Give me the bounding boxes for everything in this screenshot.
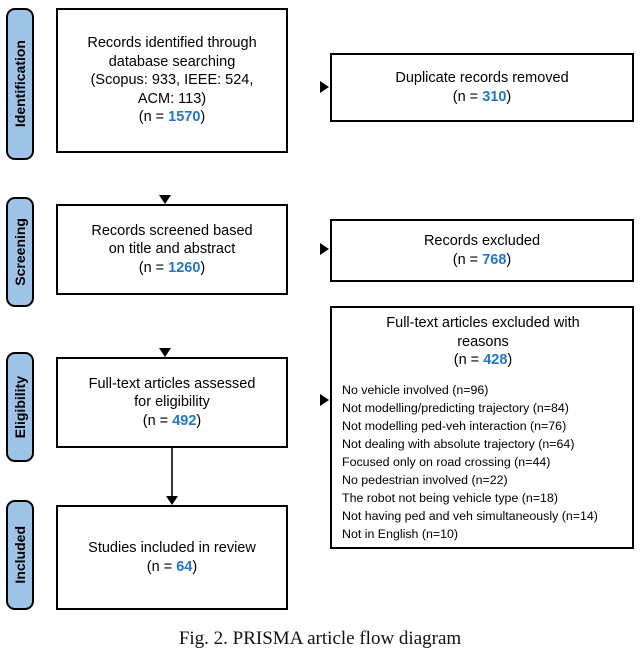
count-prefix: (n =: [138, 109, 169, 126]
count-value: 428: [483, 352, 508, 369]
fulltext-excluded-line2: reasons: [457, 333, 509, 350]
arrow-down-icon-to-included: [166, 496, 178, 505]
figure-caption: Fig. 2. PRISMA article flow diagram: [178, 628, 462, 649]
count-prefix: (n =: [453, 352, 484, 369]
records-screened-count: (n = 1260): [139, 259, 206, 278]
list-item: Not having ped and veh simultaneously (n…: [342, 508, 598, 523]
list-item: Not dealing with absolute trajectory (n=…: [342, 436, 575, 451]
records-identified-count: (n = 1570): [139, 108, 206, 127]
list-item: Not modelling/predicting trajectory (n=8…: [342, 400, 569, 415]
fulltext-assessed-line1: Full-text articles assessed: [88, 375, 256, 392]
count-suffix: ): [196, 412, 202, 429]
box-records-identified: Records identified through database sear…: [56, 8, 288, 153]
box-records-excluded: Records excluded (n = 768): [330, 219, 634, 282]
stage-tab-included: Included: [6, 500, 34, 610]
count-prefix: (n =: [142, 412, 173, 429]
count-suffix: ): [506, 88, 512, 105]
count-suffix: ): [507, 352, 513, 369]
stage-tab-identification-label: Identification: [12, 40, 28, 128]
count-value: 492: [172, 412, 197, 429]
list-item: Not modelling ped-veh interaction (n=76): [342, 418, 567, 433]
fulltext-assessed-count: (n = 492): [143, 412, 201, 431]
fulltext-excluded-count: (n = 428): [342, 351, 624, 370]
list-item: No vehicle involved (n=96): [342, 382, 489, 397]
box-studies-included: Studies included in review (n = 64): [56, 505, 288, 610]
count-value: 1260: [168, 259, 201, 276]
count-value: 1570: [168, 109, 201, 126]
count-prefix: (n =: [146, 558, 177, 575]
stage-tab-included-label: Included: [12, 526, 28, 584]
stage-tab-identification: Identification: [6, 8, 34, 160]
arrow-right-icon-to-records-excluded: [320, 243, 329, 255]
count-value: 768: [482, 251, 507, 268]
box-duplicate-records-removed: Duplicate records removed (n = 310): [330, 53, 634, 122]
studies-included-line1: Studies included in review: [88, 539, 256, 556]
arrow-right-icon-to-fulltext-excluded: [320, 394, 329, 406]
stage-tab-eligibility: Eligibility: [6, 352, 34, 462]
arrow-down-icon-to-screened: [159, 195, 171, 204]
count-value: 310: [482, 88, 507, 105]
count-suffix: ): [200, 109, 206, 126]
count-suffix: ): [192, 558, 198, 575]
count-value: 64: [176, 558, 193, 575]
list-item: No pedestrian involved (n=22): [342, 472, 508, 487]
fulltext-excluded-line1: Full-text articles excluded with: [386, 315, 580, 331]
count-prefix: (n =: [452, 251, 483, 268]
stage-tab-eligibility-label: Eligibility: [12, 375, 28, 439]
studies-included-count: (n = 64): [147, 558, 197, 577]
records-screened-line1: Records screened based: [91, 222, 253, 239]
box-fulltext-assessed: Full-text articles assessed for eligibil…: [56, 357, 288, 448]
records-excluded-count: (n = 768): [453, 251, 511, 270]
records-identified-line1: Records identified through: [87, 35, 257, 52]
count-prefix: (n =: [452, 88, 483, 105]
records-identified-line4: ACM: 113): [137, 90, 207, 107]
box-fulltext-excluded-with-reasons: Full-text articles excluded with reasons…: [330, 306, 634, 549]
arrow-down-icon-to-fulltext-assessed: [159, 348, 171, 357]
count-prefix: (n =: [138, 259, 169, 276]
count-suffix: ): [200, 259, 206, 276]
fulltext-assessed-line2: for eligibility: [134, 394, 210, 411]
records-excluded-line1: Records excluded: [423, 232, 541, 249]
records-screened-line2: on title and abstract: [108, 241, 236, 258]
records-identified-line3: (Scopus: 933, IEEE: 524,: [90, 72, 254, 89]
records-identified-line2: database searching: [108, 53, 236, 70]
stage-tab-screening-label: Screening: [12, 218, 28, 286]
arrow-right-icon-to-duplicates: [320, 81, 329, 93]
list-item: The robot not being vehicle type (n=18): [342, 490, 558, 505]
stage-tab-screening: Screening: [6, 197, 34, 307]
exclusion-reason-list: No vehicle involved (n=96) Not modelling…: [342, 382, 624, 544]
duplicates-removed-line1: Duplicate records removed: [395, 69, 569, 86]
fulltext-excluded-header: Full-text articles excluded with reasons…: [342, 314, 624, 370]
duplicates-removed-count: (n = 310): [453, 88, 511, 107]
list-item: Not in English (n=10): [342, 526, 459, 541]
connector-line-assessed-to-included: [171, 448, 173, 499]
box-records-screened: Records screened based on title and abst…: [56, 204, 288, 295]
count-suffix: ): [506, 251, 512, 268]
list-item: Focused only on road crossing (n=44): [342, 454, 551, 469]
